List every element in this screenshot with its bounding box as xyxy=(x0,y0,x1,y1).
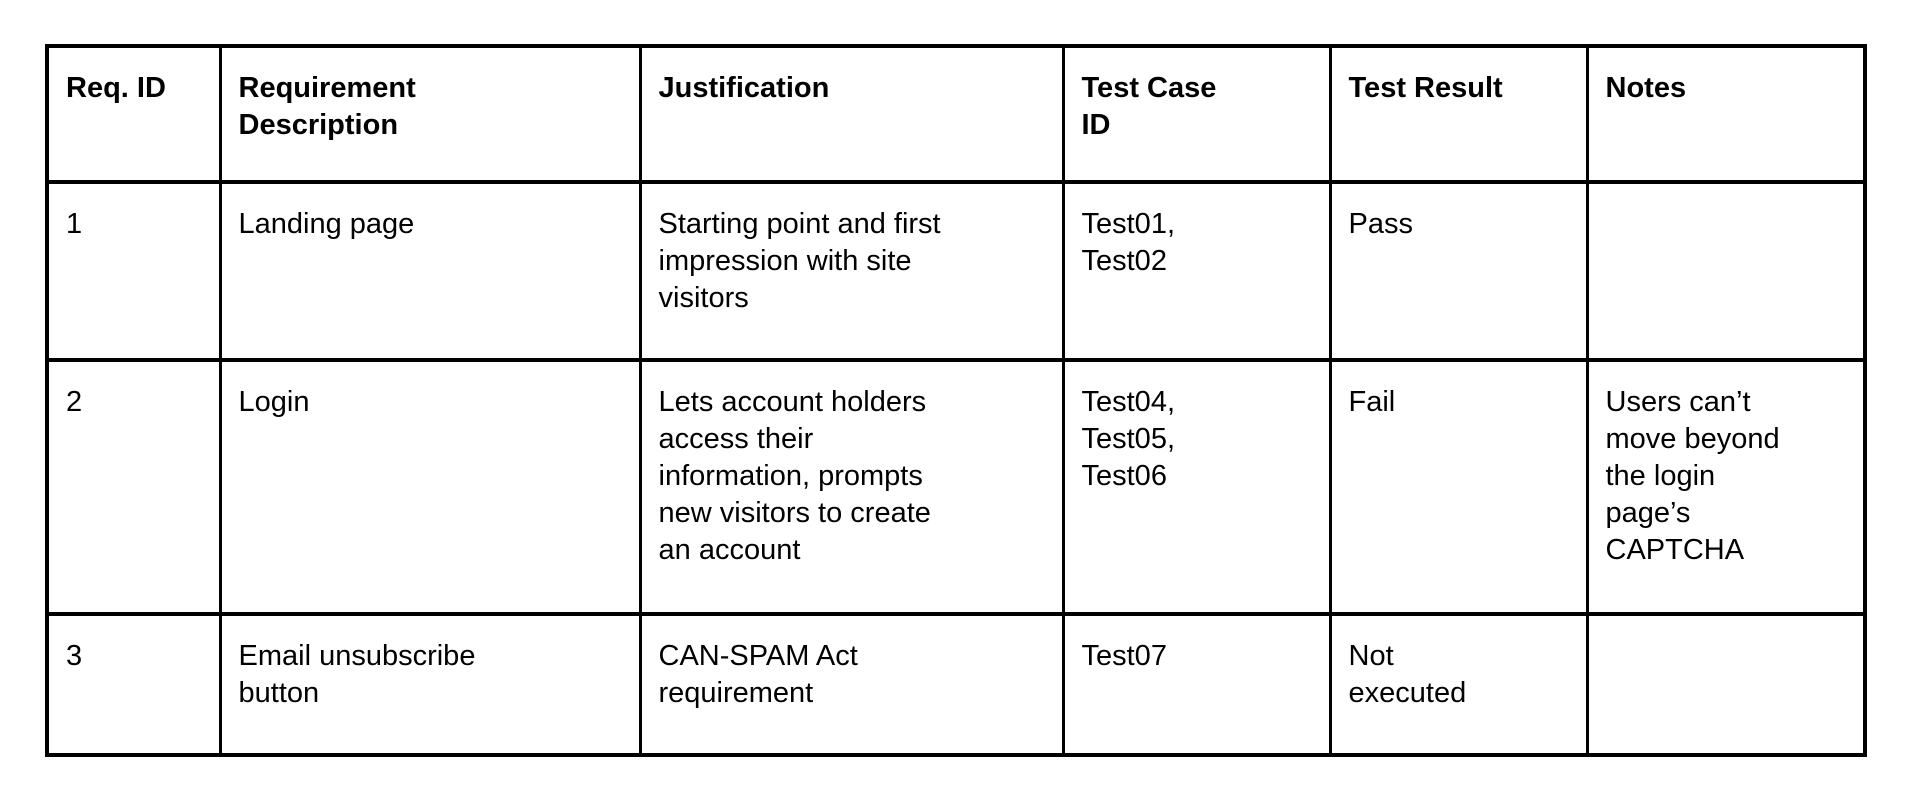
header-test-result: Test Result xyxy=(1328,44,1589,184)
table-row: 3 Email unsubscribe button CAN-SPAM Act … xyxy=(45,612,1867,757)
cell-req-id: 1 xyxy=(45,180,222,362)
table-row: 1 Landing page Starting point and first … xyxy=(45,180,1867,362)
header-justification: Justification xyxy=(638,44,1065,184)
header-requirement-description: Requirement Description xyxy=(218,44,642,184)
cell-justification: Starting point and first impression with… xyxy=(638,180,1065,362)
cell-requirement-description: Landing page xyxy=(218,180,642,362)
cell-justification: CAN-SPAM Act requirement xyxy=(638,612,1065,757)
cell-test-case-id: Test04, Test05, Test06 xyxy=(1061,358,1332,616)
cell-notes xyxy=(1585,180,1867,362)
cell-notes: Users can’t move beyond the login page’s… xyxy=(1585,358,1867,616)
header-notes: Notes xyxy=(1585,44,1867,184)
table-row: 2 Login Lets account holders access thei… xyxy=(45,358,1867,616)
cell-requirement-description: Login xyxy=(218,358,642,616)
cell-test-case-id: Test01, Test02 xyxy=(1061,180,1332,362)
header-test-case-id: Test Case ID xyxy=(1061,44,1332,184)
cell-justification: Lets account holders access their inform… xyxy=(638,358,1065,616)
cell-req-id: 2 xyxy=(45,358,222,616)
cell-test-case-id: Test07 xyxy=(1061,612,1332,757)
requirements-traceability-table: Req. ID Requirement Description Justific… xyxy=(45,44,1867,757)
header-req-id: Req. ID xyxy=(45,44,222,184)
cell-test-result: Fail xyxy=(1328,358,1589,616)
cell-req-id: 3 xyxy=(45,612,222,757)
document-page: Req. ID Requirement Description Justific… xyxy=(45,44,1867,757)
cell-notes xyxy=(1585,612,1867,757)
cell-test-result: Not executed xyxy=(1328,612,1589,757)
cell-requirement-description: Email unsubscribe button xyxy=(218,612,642,757)
cell-test-result: Pass xyxy=(1328,180,1589,362)
table-header-row: Req. ID Requirement Description Justific… xyxy=(45,44,1867,184)
